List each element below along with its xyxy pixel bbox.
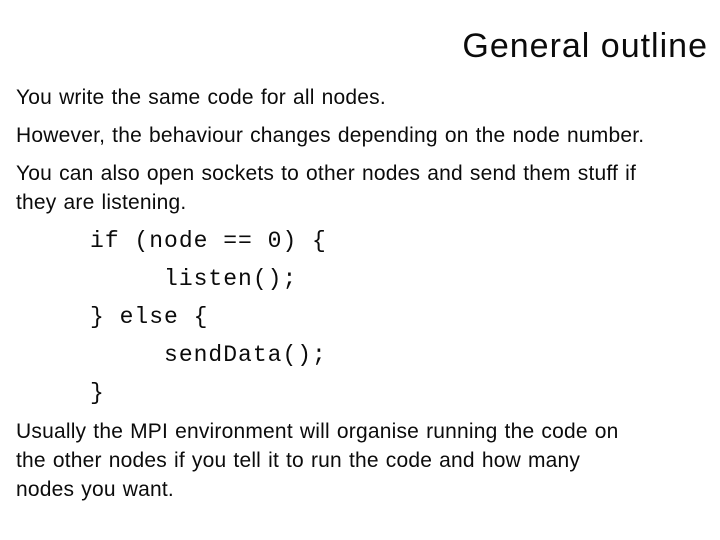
body-line: Usually the MPI environment will organis… [16,420,619,443]
body-line: the other nodes if you tell it to run th… [16,449,581,472]
body-paragraph: You can also open sockets to other nodes… [16,159,716,217]
code-line: sendData(); [16,342,327,368]
slide-body: You write the same code for all nodes. H… [16,83,716,504]
slide-title: General outline [462,27,708,65]
body-line: You write the same code for all nodes. [16,86,386,109]
code-line: listen(); [16,266,298,292]
code-line: } else { [16,304,209,330]
body-paragraph: Usually the MPI environment will organis… [16,417,716,504]
code-block: if (node == 0) { listen(); } else { send… [16,226,716,408]
code-line: if (node == 0) { [16,228,327,254]
body-line: You can also open sockets to other nodes… [16,162,637,185]
code-line: } [16,380,105,406]
body-paragraph: You write the same code for all nodes. [16,83,716,112]
body-line: However, the behaviour changes depending… [16,124,645,147]
body-line: they are listening. [16,191,187,214]
body-line: nodes you want. [16,478,174,501]
body-paragraph: However, the behaviour changes depending… [16,121,716,150]
